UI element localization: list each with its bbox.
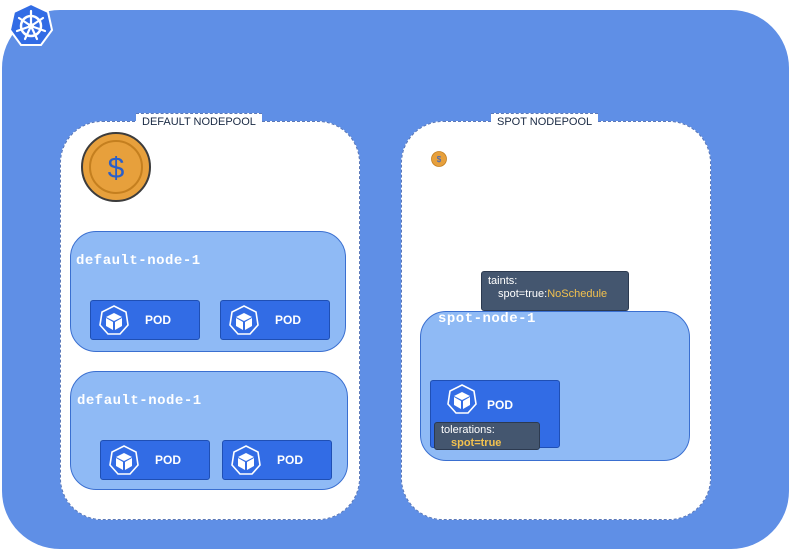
pod: POD (100, 440, 210, 480)
pod-label: POD (145, 313, 172, 327)
taints-heading: taints: (488, 275, 518, 287)
coin-symbol: $ (108, 152, 125, 185)
kubernetes-icon (8, 2, 54, 46)
pod: POD (220, 300, 330, 340)
small-coin-icon: $ (431, 151, 447, 167)
node-title: spot-node-1 (438, 311, 536, 327)
cube-icon (109, 445, 139, 475)
pod-label: POD (487, 398, 514, 412)
cube-icon (231, 445, 261, 475)
small-coin-symbol: $ (437, 155, 442, 164)
cube-icon (229, 305, 259, 335)
tolerations-box: tolerations: spot=true (434, 422, 540, 450)
cube-icon (99, 305, 129, 335)
pod-label: POD (275, 313, 302, 327)
node-title: default-node-1 (77, 393, 202, 409)
pod: POD (90, 300, 200, 340)
taints-box: taints: spot=true:NoSchedule (481, 271, 629, 311)
taints-value: spot=true:NoSchedule (488, 288, 622, 301)
taints-key: spot=true: (498, 288, 548, 300)
spot-nodepool-label: SPOT NODEPOOL (491, 113, 599, 130)
cube-icon (447, 384, 477, 414)
default-nodepool-label: DEFAULT NODEPOOL (136, 113, 262, 130)
pod: POD (222, 440, 332, 480)
taints-effect: NoSchedule (547, 288, 608, 300)
pod-label: POD (277, 453, 304, 467)
tolerations-value: spot=true (451, 437, 502, 449)
coin-icon: $ (81, 132, 151, 202)
node-title: default-node-1 (76, 253, 201, 269)
tolerations-heading: tolerations: (441, 424, 495, 436)
pod-label: POD (155, 453, 182, 467)
